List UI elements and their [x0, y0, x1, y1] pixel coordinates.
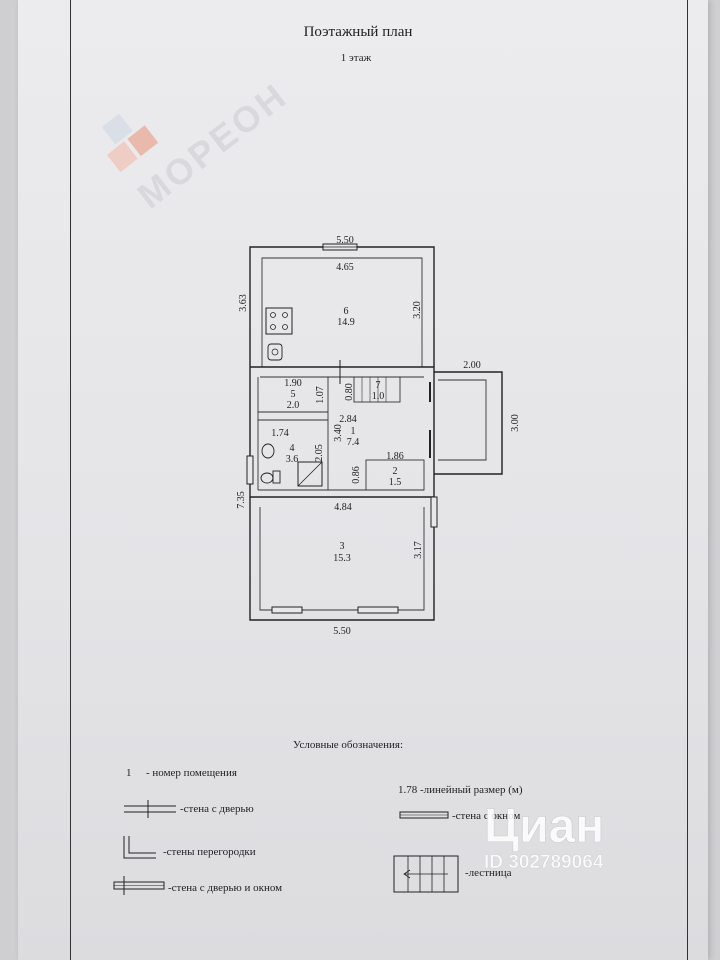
stove-icon [265, 307, 293, 335]
dim-right-top-inner: 3.20 [412, 301, 423, 319]
dim-annex-width: 2.00 [463, 360, 481, 371]
legend-door-window-wall: -стена с дверью и окном [168, 882, 282, 894]
cian-watermark: Циан ID 302789064 [484, 800, 605, 874]
dim-room1-height: 3.40 [333, 424, 344, 442]
legend-door-wall: -стена с дверью [180, 803, 254, 815]
legend-title: Условные обозначения: [293, 739, 403, 751]
legend-dimension-text: 1.78 -линейный размер (м) [398, 784, 523, 796]
room-2-area: 1.5 [389, 477, 402, 488]
dim-right-bottom: 3.17 [413, 541, 424, 559]
door-wall-symbol [124, 800, 176, 818]
dim-room2-depth: 0.86 [351, 466, 362, 484]
cian-logo-text: Циан [484, 800, 604, 853]
sink-icon [267, 343, 283, 361]
dim-annex-height: 3.00 [510, 414, 521, 432]
room-5-area: 2.0 [287, 400, 300, 411]
legend-room-number-text: - номер помещения [146, 767, 237, 779]
floor-label: 1 этаж [341, 52, 372, 64]
washbasin-icon [261, 443, 275, 459]
dim-room2-width: 1.86 [386, 451, 404, 462]
room-7-area: 1.0 [372, 391, 385, 402]
frame-line-right [687, 0, 688, 960]
plan-labels: 5.50 4.65 3.63 3.20 6 14.9 2.00 3.00 1.9… [236, 235, 521, 637]
dim-room5-width: 1.90 [284, 378, 302, 389]
room-4-number: 4 [290, 443, 295, 454]
legend-partition: -стены перегородки [163, 846, 256, 858]
room-1-area: 7.4 [347, 437, 360, 448]
room-3-number: 3 [340, 541, 345, 552]
dim-left-top: 3.63 [238, 294, 249, 312]
room-1-number: 1 [351, 426, 356, 437]
legend-window-wall: -стена с окном [452, 810, 520, 822]
room-4-area: 3.6 [286, 454, 299, 465]
legend-room-number-sample: 1 [126, 767, 132, 779]
dim-left-total: 7.35 [236, 491, 247, 509]
dim-room1-width: 2.84 [339, 414, 357, 425]
door-window-wall-symbol [113, 876, 165, 895]
room-3-area: 15.3 [333, 553, 351, 564]
stairs-symbol [393, 855, 459, 893]
room-5-number: 5 [291, 389, 296, 400]
dim-room4-width: 1.74 [271, 428, 289, 439]
dim-room5-wall: 1.07 [315, 386, 326, 404]
room-6-area: 14.9 [337, 317, 355, 328]
dim-top-outer: 5.50 [336, 235, 354, 246]
room-6-number: 6 [344, 306, 349, 317]
dim-top-inner: 4.65 [336, 262, 354, 273]
room-2-number: 2 [393, 466, 398, 477]
partition-symbol [123, 836, 156, 859]
legend-stairs: -лестница [465, 867, 512, 879]
toilet-icon [260, 470, 281, 484]
page-title: Поэтажный план [304, 24, 413, 40]
dim-room4-wall: 2.05 [314, 444, 325, 462]
cian-id-text: ID 302789064 [484, 852, 604, 873]
frame-line-left [70, 0, 71, 960]
dim-bottom-width: 5.50 [333, 626, 351, 637]
window-wall-symbol [399, 811, 449, 819]
dim-middle-width: 4.84 [334, 502, 352, 513]
room-7-number: 7 [376, 380, 381, 391]
plan-walls [246, 243, 503, 621]
moreon-logo: МОРЕОН [101, 74, 295, 216]
dim-stair-width: 0.80 [344, 383, 355, 401]
shower-icon [297, 461, 323, 487]
